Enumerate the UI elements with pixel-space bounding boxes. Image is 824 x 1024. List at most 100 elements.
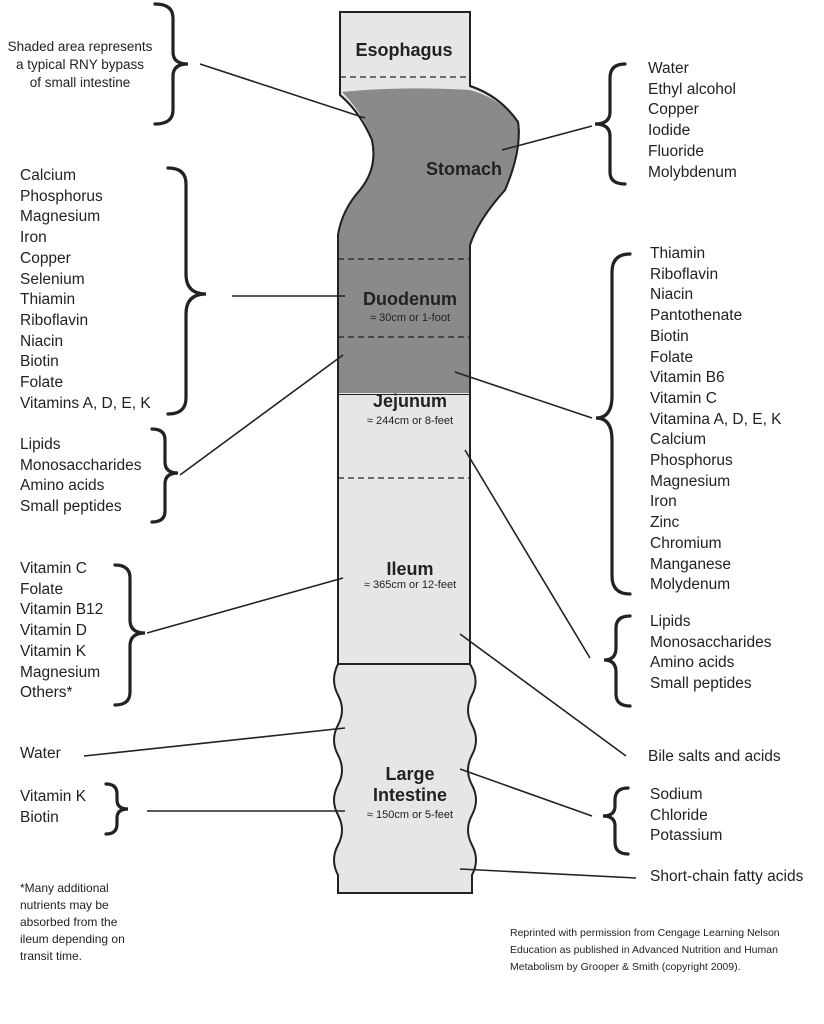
list-item: Others* [20,684,73,702]
list-item: Magnesium [20,663,101,681]
jejunum-label: Jejunum [373,391,447,411]
list-item: Biotin [20,353,59,371]
jejunum-length: ≈ 244cm or 8-feet [367,415,453,427]
stomach-label: Stomach [426,159,502,179]
right-stomach-list: Water Ethyl alcohol Copper Iodide Fluori… [648,59,737,183]
list-item: Amino acids [650,654,735,672]
pointer-water [83,727,346,757]
esophagus-label: Esophagus [355,40,452,60]
list-item: Pantothenate [650,307,743,325]
large-intestine-label-line1: Large [385,764,434,784]
left-ileum-list: Vitamin C Folate Vitamin B12 Vitamin D V… [20,559,103,704]
list-item: Small peptides [20,498,122,516]
pointer-left-macro [179,354,344,476]
list-item: Lipids [20,436,61,453]
list-item: Magnesium [20,208,101,226]
list-item: Amino acids [20,477,105,495]
list-item: Water [648,60,689,77]
list-item: Vitamin D [20,622,87,640]
list-item: Vitamin B12 [20,601,104,619]
list-item: Thiamin [650,245,706,262]
list-item: Iron [20,229,47,247]
bypass-shaded-area [339,88,519,394]
footnote-line: ileum depending on [20,932,125,946]
left-duodenum-list: Calcium Phosphorus Magnesium Iron Copper… [20,166,151,414]
duodenum-length: ≈ 30cm or 1-foot [370,312,450,324]
brace-right-stomach [594,62,627,186]
list-item: Potassium [650,827,723,845]
shaded-note-line: a typical RNY bypass [15,57,145,72]
list-item: Calcium [650,431,706,449]
list-item: Calcium [20,167,76,184]
footnote: *Many additional nutrients may be absorb… [20,880,125,965]
list-item: Magnesium [650,472,731,490]
list-item: Thiamin [20,291,76,309]
left-macro-list: Lipids Monosaccharides Amino acids Small… [20,435,141,518]
list-item: Biotin [650,327,689,345]
list-item: Phosphorus [650,452,733,470]
large-intestine-length: ≈ 150cm or 5-feet [367,809,453,821]
brace-right-macro [603,614,632,708]
list-item: Iodide [648,122,691,140]
list-item: Lipids [650,613,691,630]
large-intestine-shape [333,663,477,894]
list-item: Vitamin K [20,788,87,805]
list-item: Monosaccharides [20,456,142,474]
list-item: Copper [20,249,71,267]
ileum-length: ≈ 365cm or 12-feet [364,579,456,591]
credit-line: Metabolism by Grooper & Smith (copyright… [510,961,741,973]
right-scfa-label: Short-chain fatty acids [650,868,804,885]
list-item: Sodium [650,786,703,803]
list-item: Molybdenum [648,163,737,181]
large-intestine-label-line2: Intestine [373,785,447,805]
brace-left-macro [150,427,179,524]
list-item: Molydenum [650,576,731,594]
duodenum-label: Duodenum [363,289,457,309]
shaded-note-line: Shaded area represents [7,39,153,54]
brace-left-large-intestine [104,782,129,836]
list-item: Copper [648,101,699,119]
list-item: Vitamin K [20,642,87,660]
list-item: Folate [20,374,64,392]
pointer-left-ileum [146,577,344,634]
footnote-line: absorbed from the [20,915,118,929]
brace-right-jejunum [595,252,632,596]
list-item: Fluoride [648,142,704,160]
list-item: Folate [20,580,64,598]
left-water-label: Water [20,745,61,762]
list-item: Vitamin B6 [650,369,725,387]
brace-left-duodenum [166,166,207,416]
list-item: Monosaccharides [650,633,772,651]
shaded-area-note: Shaded area represents a typical RNY byp… [0,38,160,92]
list-item: Phosphorus [20,187,103,205]
pointer-right-macro [464,449,591,659]
list-item: Chloride [650,806,708,824]
brace-right-large-intestine [602,786,630,856]
pointer-bile [459,633,627,757]
list-item: Zinc [650,514,680,532]
pointer-scfa [459,868,637,879]
list-item: Biotin [20,808,59,826]
ileum-label: Ileum [386,559,433,579]
footnote-line: *Many additional [20,881,109,895]
pointer-right-jejunum [454,371,593,419]
shaded-note-line: of small intestine [29,75,131,90]
list-item: Folate [650,348,694,366]
pointer-shaded-note [199,63,366,119]
footnote-line: transit time. [20,949,83,963]
brace-shaded-note [153,2,189,126]
list-item: Iron [650,493,677,511]
list-item: Riboflavin [650,265,719,283]
pointer-right-large-intestine [459,768,593,817]
small-intestine-shape [338,395,470,664]
right-large-intestine-list: Sodium Chloride Potassium [650,785,722,847]
list-item: Ethyl alcohol [648,80,736,98]
right-macro-list: Lipids Monosaccharides Amino acids Small… [650,612,771,695]
list-item: Selenium [20,270,85,288]
list-item: Vitamin C [20,560,87,577]
stomach-outline [337,11,520,395]
credit-line: Education as published in Advanced Nutri… [510,944,778,956]
list-item: Vitamins A, D, E, K [20,394,151,412]
list-item: Niacin [650,286,694,304]
